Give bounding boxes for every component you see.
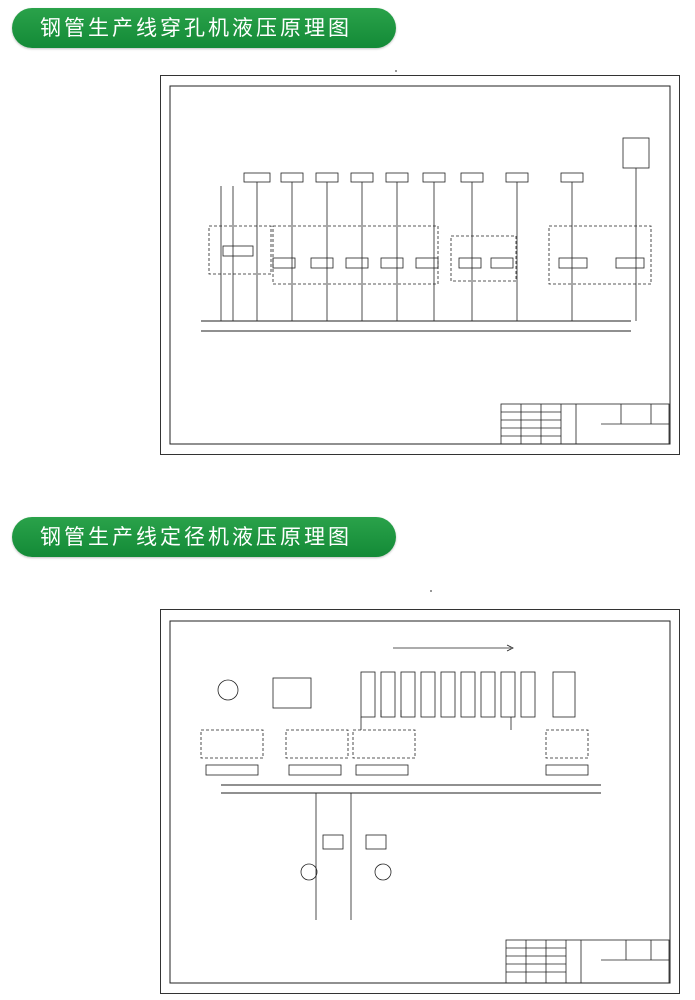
- piercing-hydraulic-drawing: [160, 75, 680, 455]
- sizing-schematic: [169, 620, 671, 984]
- section-title-piercing-machine: 钢管生产线穿孔机液压原理图: [12, 8, 396, 48]
- piercing-schematic: [169, 85, 671, 445]
- scan-speck: [430, 590, 432, 592]
- sizing-hydraulic-drawing: [160, 609, 680, 994]
- section-title-sizing-machine: 钢管生产线定径机液压原理图: [12, 517, 396, 557]
- cylinder-row: [243, 137, 650, 183]
- scan-speck: [395, 70, 397, 72]
